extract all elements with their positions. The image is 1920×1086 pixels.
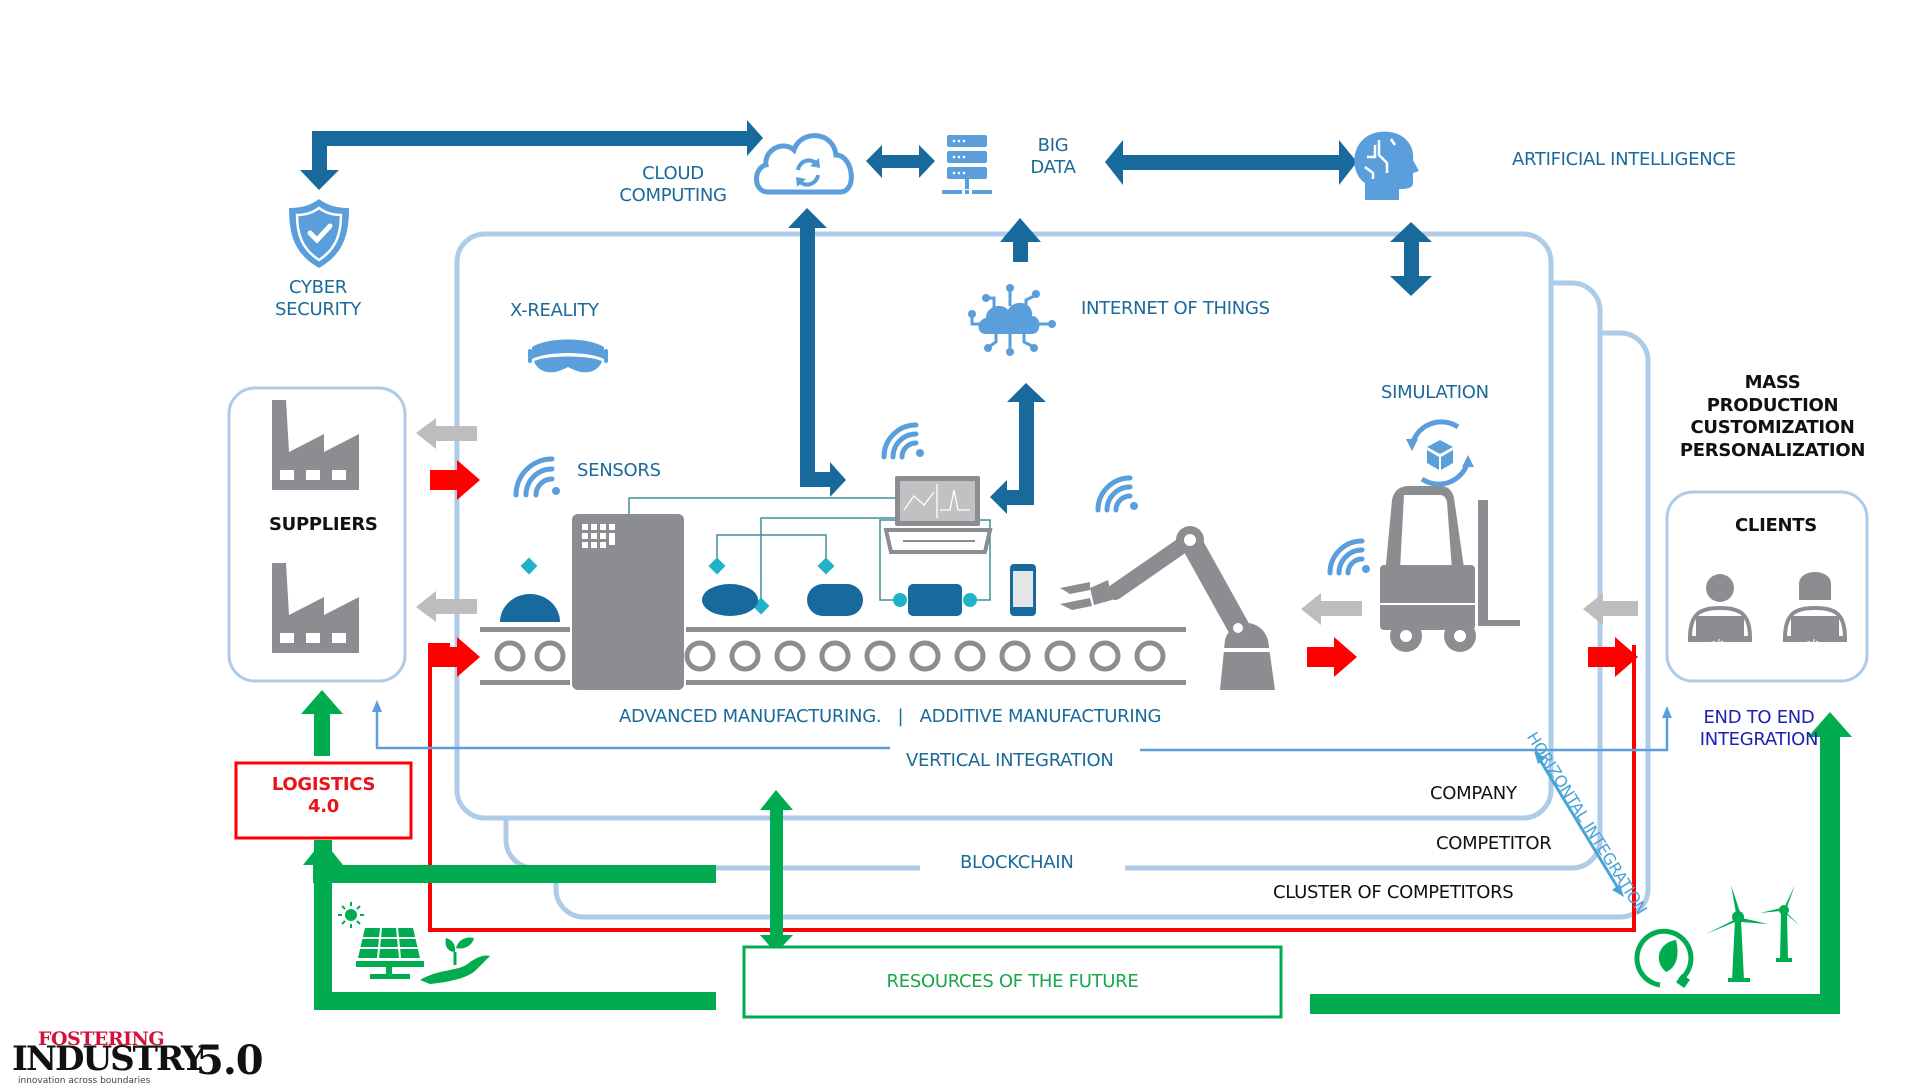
competitor-label: COMPETITOR [1436, 833, 1552, 854]
label-line: 4.0 [308, 796, 339, 817]
factory-icon [272, 400, 359, 490]
cyber-security-label: CYBER SECURITY [258, 277, 378, 321]
end-to-end-label: END TO END INTEGRATION [1684, 707, 1834, 751]
label-line: LOGISTICS [271, 774, 376, 795]
developer-icon [1687, 574, 1753, 642]
vr-headset-icon [528, 339, 608, 373]
logistics-loop [428, 643, 1636, 932]
sensor-node [520, 557, 977, 615]
product [807, 584, 863, 616]
cluster-label: CLUSTER OF COMPETITORS [1273, 882, 1514, 903]
iot-cloud-icon [968, 284, 1056, 356]
wind-turbine-icon [1760, 885, 1800, 962]
fostering-industry-logo: FOSTERING INDUSTRY 5.0 innovation across… [6, 1024, 276, 1086]
label-line: COMPUTING [619, 185, 727, 206]
ai-company-arrow [1390, 222, 1432, 296]
return-arrow [416, 418, 1638, 625]
label-line: MASS [1744, 372, 1801, 393]
ai-head-icon [1354, 131, 1419, 200]
factory-icon [272, 563, 359, 653]
cloud-to-security-arrow [300, 120, 763, 190]
laptop-icon [883, 476, 993, 554]
company-label: COMPANY [1430, 783, 1517, 804]
label-line: INTEGRATION [1699, 729, 1819, 750]
iot-to-bigdata-arrow [1000, 218, 1041, 262]
resources-label: RESOURCES OF THE FUTURE [886, 971, 1139, 992]
label-line: PERSONALIZATION [1679, 439, 1866, 461]
sensors-label: SENSORS [577, 460, 661, 481]
robot-arm-icon [1060, 526, 1276, 690]
code-glyph: </> [1706, 637, 1730, 651]
shield-check-icon [289, 199, 349, 268]
logo-tagline: innovation across boundaries [18, 1076, 151, 1086]
wifi-icon [513, 422, 1370, 576]
label-line: CYBER [289, 277, 347, 298]
product-dome [500, 594, 560, 622]
server-icon [942, 135, 992, 194]
label-line: BIG [1037, 135, 1069, 156]
horizontal-integration-arrow [1534, 751, 1624, 897]
logo-line2: INDUSTRY [12, 1039, 205, 1079]
cloud-computing-label: CLOUD COMPUTING [612, 163, 734, 207]
label-line: END TO END [1703, 707, 1815, 728]
label-line: CUSTOMIZATION [1690, 417, 1855, 438]
clients-label: CLIENTS [1735, 515, 1817, 536]
logistics-label: LOGISTICS 4.0 [236, 774, 411, 818]
eco-plug-icon [1634, 928, 1694, 988]
vertical-integration-label: VERTICAL INTEGRATION [906, 750, 1114, 771]
code-glyph: </> [1801, 637, 1825, 651]
machine [572, 514, 684, 690]
wind-turbine-icon [1706, 885, 1768, 982]
product [702, 584, 758, 616]
clients-heading: MASS PRODUCTION CUSTOMIZATION PERSONALIZ… [1650, 372, 1895, 462]
company-frame [454, 231, 1554, 821]
plant-hand-icon [420, 937, 490, 984]
resources-box [742, 945, 1283, 1019]
blockchain-label: BLOCKCHAIN [960, 852, 1074, 873]
label-line: PRODUCTION [1706, 394, 1839, 416]
green-flow-main [303, 712, 1852, 1014]
label-line: SECURITY [275, 299, 361, 320]
smartphone-icon [1010, 564, 1036, 616]
bigdata-ai-arrow [1105, 140, 1357, 185]
cloud-to-laptop-arrow [788, 208, 846, 497]
logo-line1: FOSTERING [38, 1028, 165, 1050]
logistics-box [234, 761, 413, 840]
vertical-integration-line [375, 710, 890, 750]
forklift-icon [1380, 486, 1520, 652]
x-reality-label: X-REALITY [510, 300, 599, 321]
laptop-to-iot-arrow [990, 383, 1046, 514]
big-data-label: BIG DATA [1020, 135, 1086, 179]
ai-label: ARTIFICIAL INTELLIGENCE [1512, 149, 1736, 170]
simulation-cube-icon [1406, 419, 1474, 487]
suppliers-label: SUPPLIERS [269, 514, 378, 535]
vertical-integration-line [1140, 716, 1669, 752]
simulation-label: SIMULATION [1381, 382, 1489, 403]
forward-arrow [430, 460, 1638, 677]
product [908, 584, 962, 616]
cloud-sync-icon [754, 133, 854, 195]
label-line: DATA [1030, 157, 1076, 178]
iot-label: INTERNET OF THINGS [1081, 298, 1270, 319]
cloud-bigdata-arrow [866, 145, 935, 178]
logo-version: 5.0 [196, 1037, 264, 1084]
manufacturing-label: ADVANCED MANUFACTURING. | ADDITIVE MANUF… [619, 706, 1162, 727]
developer-icon [1782, 572, 1848, 642]
conveyor-belt [480, 627, 1186, 685]
solar-panel-icon [338, 902, 424, 979]
label-line: CLOUD [642, 163, 704, 184]
